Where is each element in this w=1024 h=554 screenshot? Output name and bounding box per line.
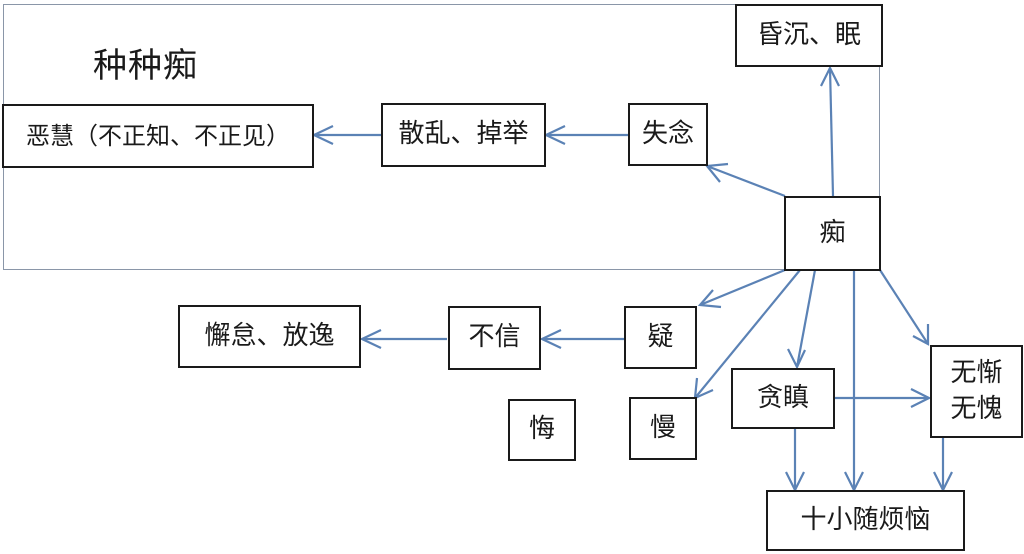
- node-xiedai: 懈怠、放逸: [178, 305, 361, 368]
- node-sanluan: 散乱、掉举: [381, 103, 546, 167]
- arrow-buxin-to-xiedai: [359, 329, 447, 349]
- arrow-chi-to-yi: [697, 268, 786, 309]
- arrow-yi-to-buxin: [539, 329, 624, 349]
- node-chi: 痴: [784, 196, 881, 271]
- node-ehui: 恶慧（不正知、不正见）: [2, 104, 314, 168]
- group-title: 种种痴: [93, 46, 198, 86]
- arrow-tanchen-to-wucan: [835, 388, 932, 408]
- node-tanchen: 贪瞋: [731, 368, 835, 429]
- node-hui: 悔: [508, 399, 576, 461]
- arrow-sanluan-to-ehui: [311, 125, 381, 145]
- arrow-chi-to-shinian: [704, 162, 786, 198]
- node-shinian: 失念: [628, 103, 708, 166]
- arrow-chi-to-shixiao: [844, 270, 864, 493]
- node-man: 慢: [629, 397, 697, 460]
- node-yi: 疑: [624, 306, 697, 369]
- node-buxin: 不信: [448, 306, 541, 370]
- arrow-chi-to-wucan: [879, 269, 930, 346]
- arrow-chi-to-hunchen: [820, 65, 840, 197]
- node-wucan: 无惭 无愧: [930, 345, 1023, 438]
- node-hunchen: 昏沉、眠: [735, 4, 883, 67]
- arrow-tanchen-to-shixiao: [785, 428, 805, 493]
- arrow-shinian-to-sanluan: [543, 125, 628, 145]
- arrow-chi-to-tanchen: [787, 269, 817, 370]
- node-shixiao: 十小随烦恼: [766, 490, 965, 551]
- arrow-wucan-to-shixiao: [933, 437, 953, 493]
